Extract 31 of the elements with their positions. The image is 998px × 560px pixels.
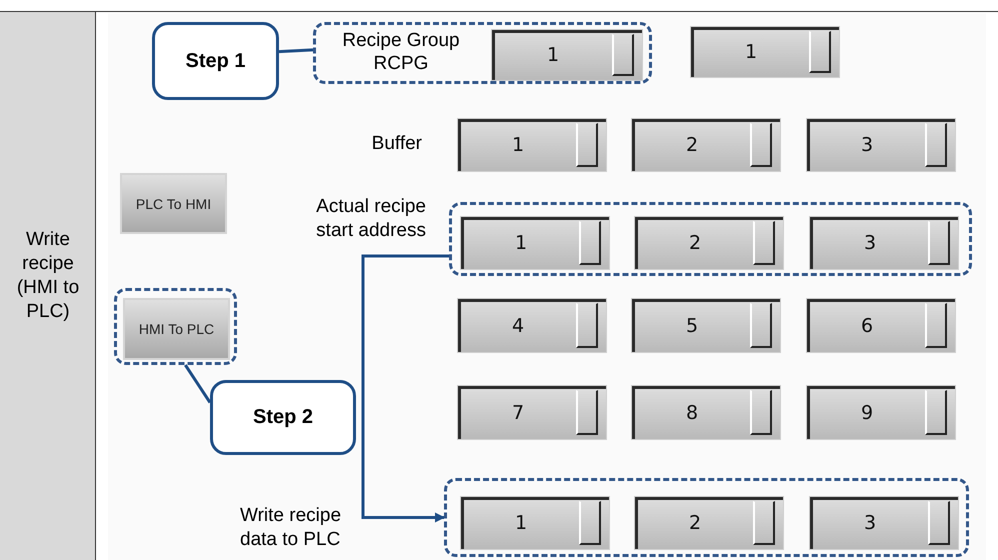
dashed-highlight-frame — [114, 288, 237, 365]
command-button: HMI To PLC — [123, 298, 230, 360]
numeric-input-field: 9 — [806, 385, 956, 440]
field-label: Recipe Group RCPG — [341, 29, 461, 75]
edge-label: Write recipe data to PLC — [240, 504, 342, 552]
numeric-input-field: 2 — [634, 496, 784, 550]
field-label: Actual recipe start address — [315, 195, 426, 243]
numeric-input-field: 3 — [809, 216, 959, 270]
numeric-input-field: 3 — [806, 118, 956, 172]
numeric-input-field: 7 — [457, 385, 607, 440]
numeric-input-field: 1 — [460, 216, 610, 270]
step-callout: Step 2 — [210, 380, 356, 455]
dashed-highlight-frame — [313, 22, 652, 84]
numeric-input-field: 4 — [457, 298, 607, 353]
numeric-input-field: 2 — [631, 118, 781, 172]
command-button: PLC To HMI — [120, 173, 227, 234]
numeric-input-field: 8 — [631, 385, 781, 440]
numeric-input-field: 2 — [634, 216, 784, 270]
numeric-input-field: 1 — [690, 26, 840, 78]
dashed-highlight-frame — [449, 202, 972, 276]
dashed-highlight-frame — [444, 478, 969, 557]
numeric-input-field: 5 — [631, 298, 781, 353]
numeric-input-field: 1 — [491, 29, 643, 81]
numeric-input-field: 3 — [809, 496, 959, 550]
row-heading: Write recipe (HMI to PLC) — [16, 228, 80, 324]
numeric-input-field: 6 — [806, 298, 956, 353]
numeric-input-field: 1 — [457, 118, 607, 172]
connector-arrow — [362, 254, 449, 522]
numeric-input-field: 1 — [460, 496, 610, 550]
field-label: Buffer — [370, 132, 422, 156]
step-callout: Step 1 — [152, 22, 279, 100]
